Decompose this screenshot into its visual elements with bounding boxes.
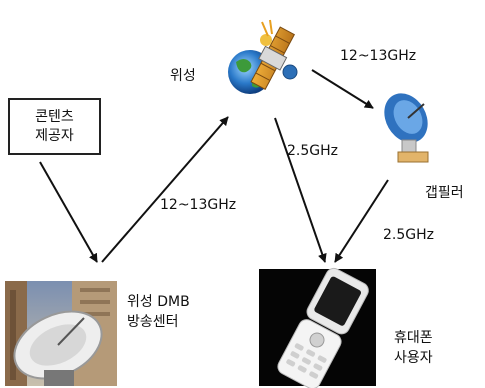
arrow-satellite-to-phone (274, 117, 327, 263)
arrow-gapfiller-to-phone (334, 179, 389, 263)
arrow-satellite-to-gapfiller (311, 69, 374, 109)
uplink-frequency: 12~13GHz (160, 197, 237, 213)
broadcast-center-line1: 위성 DMB (127, 294, 190, 310)
broadcast-center-line2: 방송센터 (127, 314, 179, 330)
content-provider-box: 콘텐츠 제공자 (8, 98, 101, 155)
broadcast-center-photo (5, 281, 117, 386)
arrow-provider-to-center (39, 161, 98, 263)
gap-filler-label: 갭필러 (425, 185, 464, 201)
gapfiller-to-phone-frequency: 2.5GHz (383, 227, 434, 243)
satellite-icon (220, 6, 306, 106)
content-provider-line1: 콘텐츠 (35, 108, 74, 125)
mobile-user-line1: 휴대폰 (394, 330, 433, 346)
sat-to-phone-frequency: 2.5GHz (287, 143, 338, 159)
gap-filler-dish-icon (378, 88, 442, 168)
content-provider-line2: 제공자 (35, 127, 74, 144)
mobile-phone-photo (259, 267, 376, 388)
arrows (39, 69, 389, 263)
mobile-user-label: 휴대폰 사용자 (394, 328, 433, 368)
broadcast-center-label: 위성 DMB 방송센터 (127, 292, 190, 332)
arrow-center-to-satellite (101, 116, 229, 263)
satellite-label: 위성 (170, 68, 196, 84)
mobile-user-line2: 사용자 (394, 350, 433, 366)
sat-to-gapfiller-frequency: 12~13GHz (340, 48, 417, 64)
